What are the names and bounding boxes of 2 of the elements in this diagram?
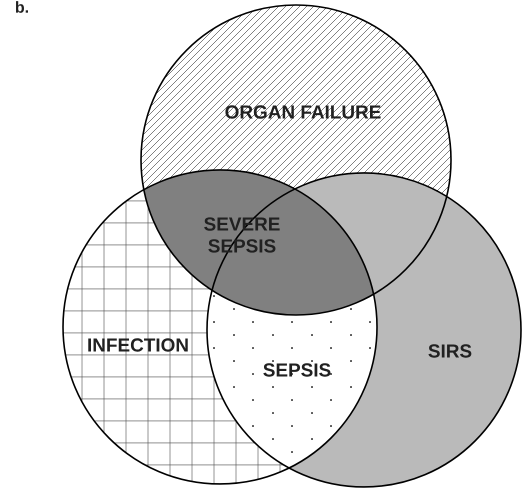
region-label: SEPSIS [263,363,330,377]
panel-letter: b. [16,1,28,13]
